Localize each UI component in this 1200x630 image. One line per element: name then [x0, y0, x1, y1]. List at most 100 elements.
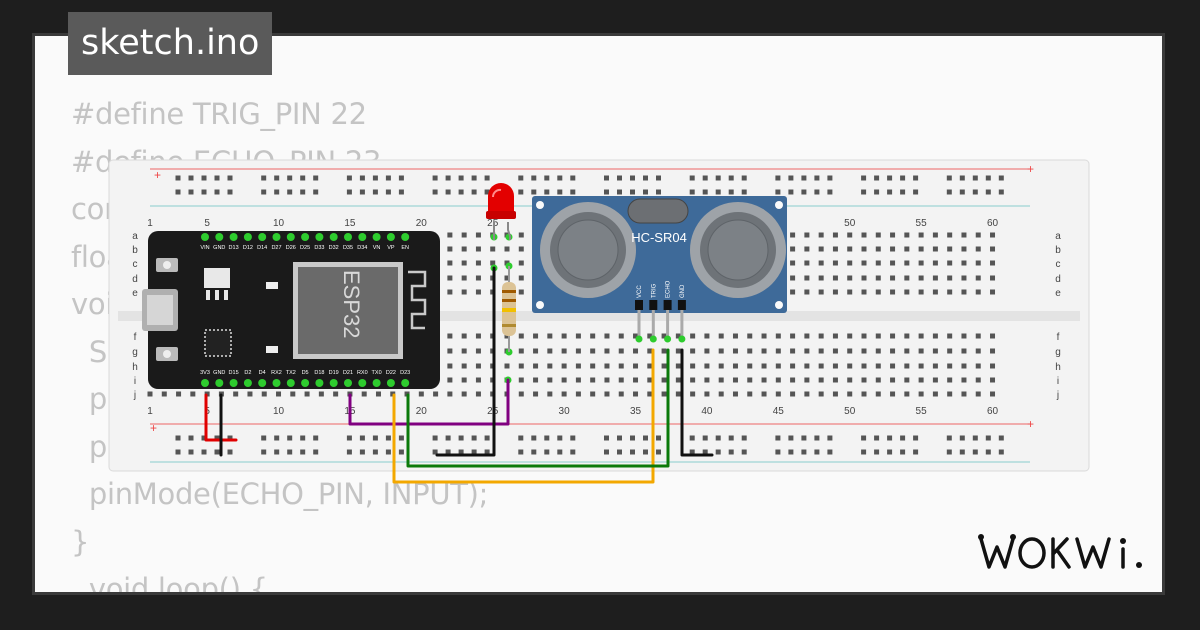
breadboard-center-channel	[118, 311, 1080, 321]
rail-hole	[972, 449, 978, 455]
breadboard-hole	[904, 363, 910, 369]
smd-component	[266, 282, 278, 289]
breadboard-hole	[775, 348, 781, 354]
breadboard-hole	[633, 363, 639, 369]
breadboard-hole	[918, 333, 924, 339]
breadboard-hole	[461, 260, 467, 266]
breadboard-hole	[475, 275, 481, 281]
sensor-pin-label: GND	[680, 284, 686, 298]
sensor-pin-end	[678, 335, 686, 343]
row-letter: h	[1055, 362, 1061, 373]
breadboard-hole	[233, 391, 239, 397]
breadboard-hole	[804, 333, 810, 339]
row-letter: f	[1057, 332, 1060, 343]
breadboard-hole	[775, 333, 781, 339]
rail-hole	[471, 435, 477, 441]
rail-hole	[544, 175, 550, 181]
rail-hole	[788, 189, 794, 195]
breadboard-hole	[761, 377, 767, 383]
rail-hole	[557, 189, 563, 195]
sensor-label: HC-SR04	[631, 230, 687, 245]
rail-hole	[287, 189, 293, 195]
rail-hole	[287, 175, 293, 181]
mount-hole	[536, 301, 544, 309]
breadboard-hole	[704, 333, 710, 339]
rail-hole	[788, 449, 794, 455]
rail-hole	[827, 435, 833, 441]
breadboard-hole	[975, 232, 981, 238]
regulator-leg	[215, 290, 219, 300]
rail-hole	[715, 189, 721, 195]
row-letter: j	[133, 390, 136, 401]
column-number: 55	[916, 406, 928, 417]
breadboard-hole	[690, 333, 696, 339]
breadboard-hole	[932, 260, 938, 266]
esp32-pin	[344, 379, 352, 387]
breadboard-hole	[533, 377, 539, 383]
wire-3v3-red	[204, 393, 238, 442]
rail-hole	[445, 435, 451, 441]
rail-hole	[656, 175, 661, 181]
rail-hole	[775, 175, 781, 181]
esp32-pin	[286, 379, 295, 387]
breadboard-hole	[975, 363, 981, 369]
breadboard-hole	[804, 289, 810, 295]
sensor-pin-label: ECHO	[666, 280, 672, 298]
breadboard-hole	[675, 391, 681, 397]
breadboard-hole	[790, 363, 796, 369]
rail-hole	[484, 189, 490, 195]
breadboard-hole	[818, 391, 824, 397]
breadboard-hole	[790, 260, 796, 266]
esp32-pin-label: D22	[386, 370, 396, 376]
breadboard-hole	[190, 391, 196, 397]
row-letter: e	[132, 288, 138, 299]
rail-hole	[715, 449, 721, 455]
breadboard-hole	[461, 289, 467, 295]
rail-hole	[359, 175, 365, 181]
breadboard-hole	[918, 232, 924, 238]
rail-hole	[201, 189, 207, 195]
rail-hole	[274, 189, 280, 195]
breadboard-hole	[447, 333, 453, 339]
row-letter: a	[132, 231, 138, 242]
breadboard-hole	[947, 377, 953, 383]
breadboard-hole	[561, 333, 567, 339]
sketch-title-tab[interactable]: sketch.ino	[68, 12, 273, 75]
rail-hole	[814, 449, 820, 455]
esp32-pin	[315, 379, 324, 387]
breadboard-hole	[447, 289, 453, 295]
breadboard-hole	[875, 377, 881, 383]
rail-hole	[728, 175, 734, 181]
row-letter: d	[1055, 274, 1061, 285]
rail-hole	[346, 449, 352, 455]
sensor-pin-header	[649, 300, 658, 310]
breadboard-hole	[804, 232, 810, 238]
rail-hole	[702, 449, 708, 455]
breadboard-hole	[904, 275, 910, 281]
breadboard-hole	[718, 363, 724, 369]
red-led[interactable]	[486, 183, 516, 240]
breadboard-hole	[690, 377, 696, 383]
breadboard-hole	[661, 348, 667, 354]
esp32-pin	[229, 379, 238, 387]
breadboard-hole	[147, 391, 153, 397]
rail-hole	[998, 189, 1004, 195]
led-base	[486, 211, 516, 219]
rail-hole	[604, 189, 609, 195]
breadboard-hole	[832, 246, 838, 252]
column-number: 20	[416, 406, 428, 417]
transducer-right-inner	[707, 219, 769, 281]
rail-hole	[689, 189, 695, 195]
column-number: 60	[987, 218, 999, 229]
rail-hole	[274, 435, 280, 441]
rail-hole	[372, 449, 378, 455]
breadboard-hole	[875, 232, 881, 238]
breadboard-hole	[975, 348, 981, 354]
wire-led-gnd-black	[435, 266, 496, 457]
resistor[interactable]	[502, 266, 516, 352]
esp32-pin	[301, 379, 310, 387]
breadboard-hole	[547, 363, 553, 369]
breadboard-hole	[847, 391, 853, 397]
